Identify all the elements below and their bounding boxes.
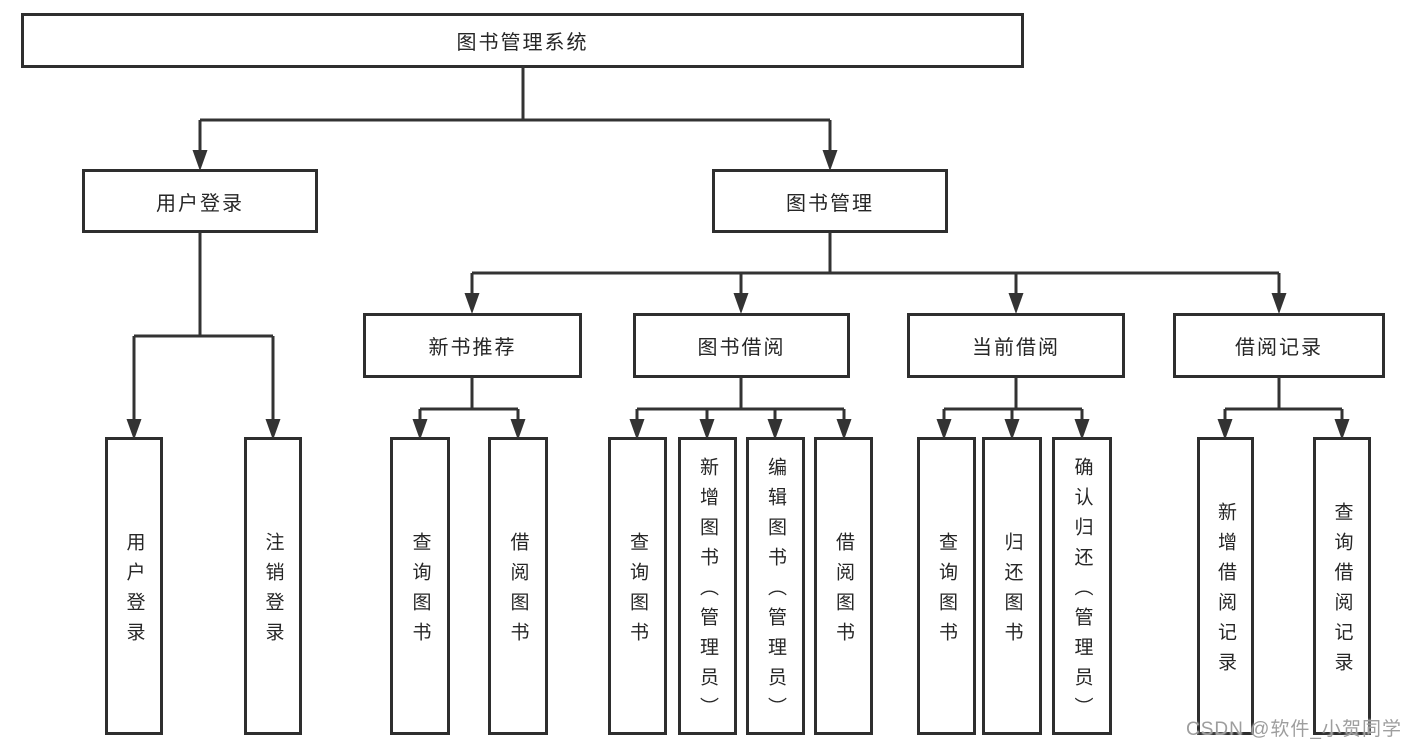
leaf-user-login: 用户登录 <box>105 437 163 735</box>
leaf-nb-borrow-books: 借阅图书 <box>488 437 548 735</box>
csdn-watermark: CSDN @软件_小贺同学 <box>1186 719 1402 740</box>
node-borrow-record: 借阅记录 <box>1173 313 1385 378</box>
leaf-bb-query-books: 查询图书 <box>608 437 667 735</box>
leaf-cb-return-books: 归还图书 <box>982 437 1042 735</box>
node-new-book-recommend: 新书推荐 <box>363 313 582 378</box>
leaf-cb-query-books: 查询图书 <box>917 437 976 735</box>
leaf-bb-add-book-admin: 新增图书（管理员） <box>678 437 737 735</box>
leaf-bb-edit-book-admin: 编辑图书（管理员） <box>746 437 805 735</box>
leaf-br-add-record: 新增借阅记录 <box>1197 437 1254 735</box>
leaf-br-query-record: 查询借阅记录 <box>1313 437 1371 735</box>
leaf-bb-borrow-books: 借阅图书 <box>814 437 873 735</box>
leaf-logout: 注销登录 <box>244 437 302 735</box>
node-root: 图书管理系统 <box>21 13 1024 68</box>
node-book-borrow: 图书借阅 <box>633 313 850 378</box>
node-book-management: 图书管理 <box>712 169 948 233</box>
node-current-borrow: 当前借阅 <box>907 313 1125 378</box>
leaf-cb-confirm-return-admin: 确认归还（管理员） <box>1052 437 1112 735</box>
node-user-login: 用户登录 <box>82 169 318 233</box>
leaf-nb-query-books: 查询图书 <box>390 437 450 735</box>
